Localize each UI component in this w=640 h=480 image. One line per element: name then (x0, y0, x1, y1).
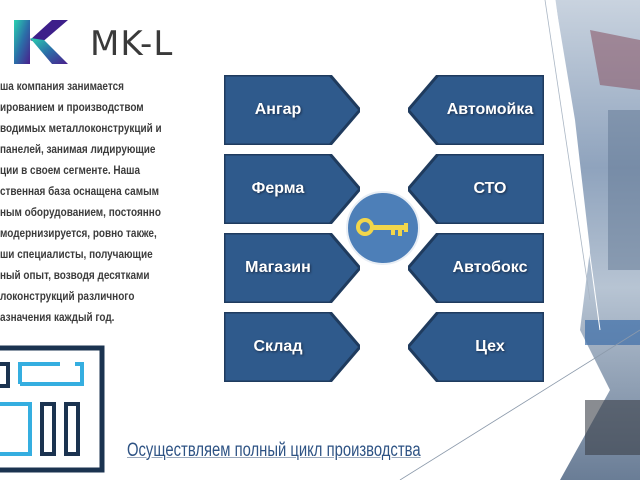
intro-line: ции в своем сегменте. Наша (0, 164, 141, 177)
intro-line: ный опыт, возводя десятками (0, 269, 150, 282)
category-label: Автобокс (452, 259, 528, 276)
category-label: Автомойка (446, 101, 534, 118)
category-box-right: Автомойка (408, 75, 544, 145)
category-box-left: Магазин (224, 233, 360, 303)
intro-line: ши специалисты, получающие (0, 248, 153, 261)
category-box-right: СТО (408, 154, 544, 224)
brand-logo-icon (14, 20, 68, 64)
intro-line: панелей, занимая лидирующие (0, 143, 156, 156)
intro-line: ированием и производством (0, 101, 144, 114)
intro-line: локонструкций различного (0, 290, 135, 303)
category-box-right: Цех (408, 312, 544, 382)
intro-line: ственная база оснащена самым (0, 185, 159, 198)
intro-line: водимых металлоконструкций и (0, 122, 162, 135)
category-label: Ангар (254, 101, 302, 118)
tagline: Осуществляем полный цикл производства (127, 440, 421, 461)
category-label: СТО (473, 180, 507, 197)
category-label: Цех (475, 338, 505, 355)
intro-line: ным оборудованием, постоянно (0, 206, 161, 219)
category-label: Ферма (251, 180, 305, 197)
intro-line: ша компания занимается (0, 80, 124, 93)
category-label: Магазин (245, 259, 311, 276)
category-box-right: Автобокс (408, 233, 544, 303)
floor-plan-icon (0, 345, 105, 473)
category-label: Склад (253, 338, 303, 355)
category-box-left: Ферма (224, 154, 360, 224)
category-box-left: Ангар (224, 75, 360, 145)
key-icon (346, 191, 420, 265)
brand-name: MK-L (90, 24, 174, 64)
category-box-left: Склад (224, 312, 360, 382)
intro-line: модернизируется, ровно также, (0, 227, 157, 240)
intro-line: азначения каждый год. (0, 311, 115, 324)
